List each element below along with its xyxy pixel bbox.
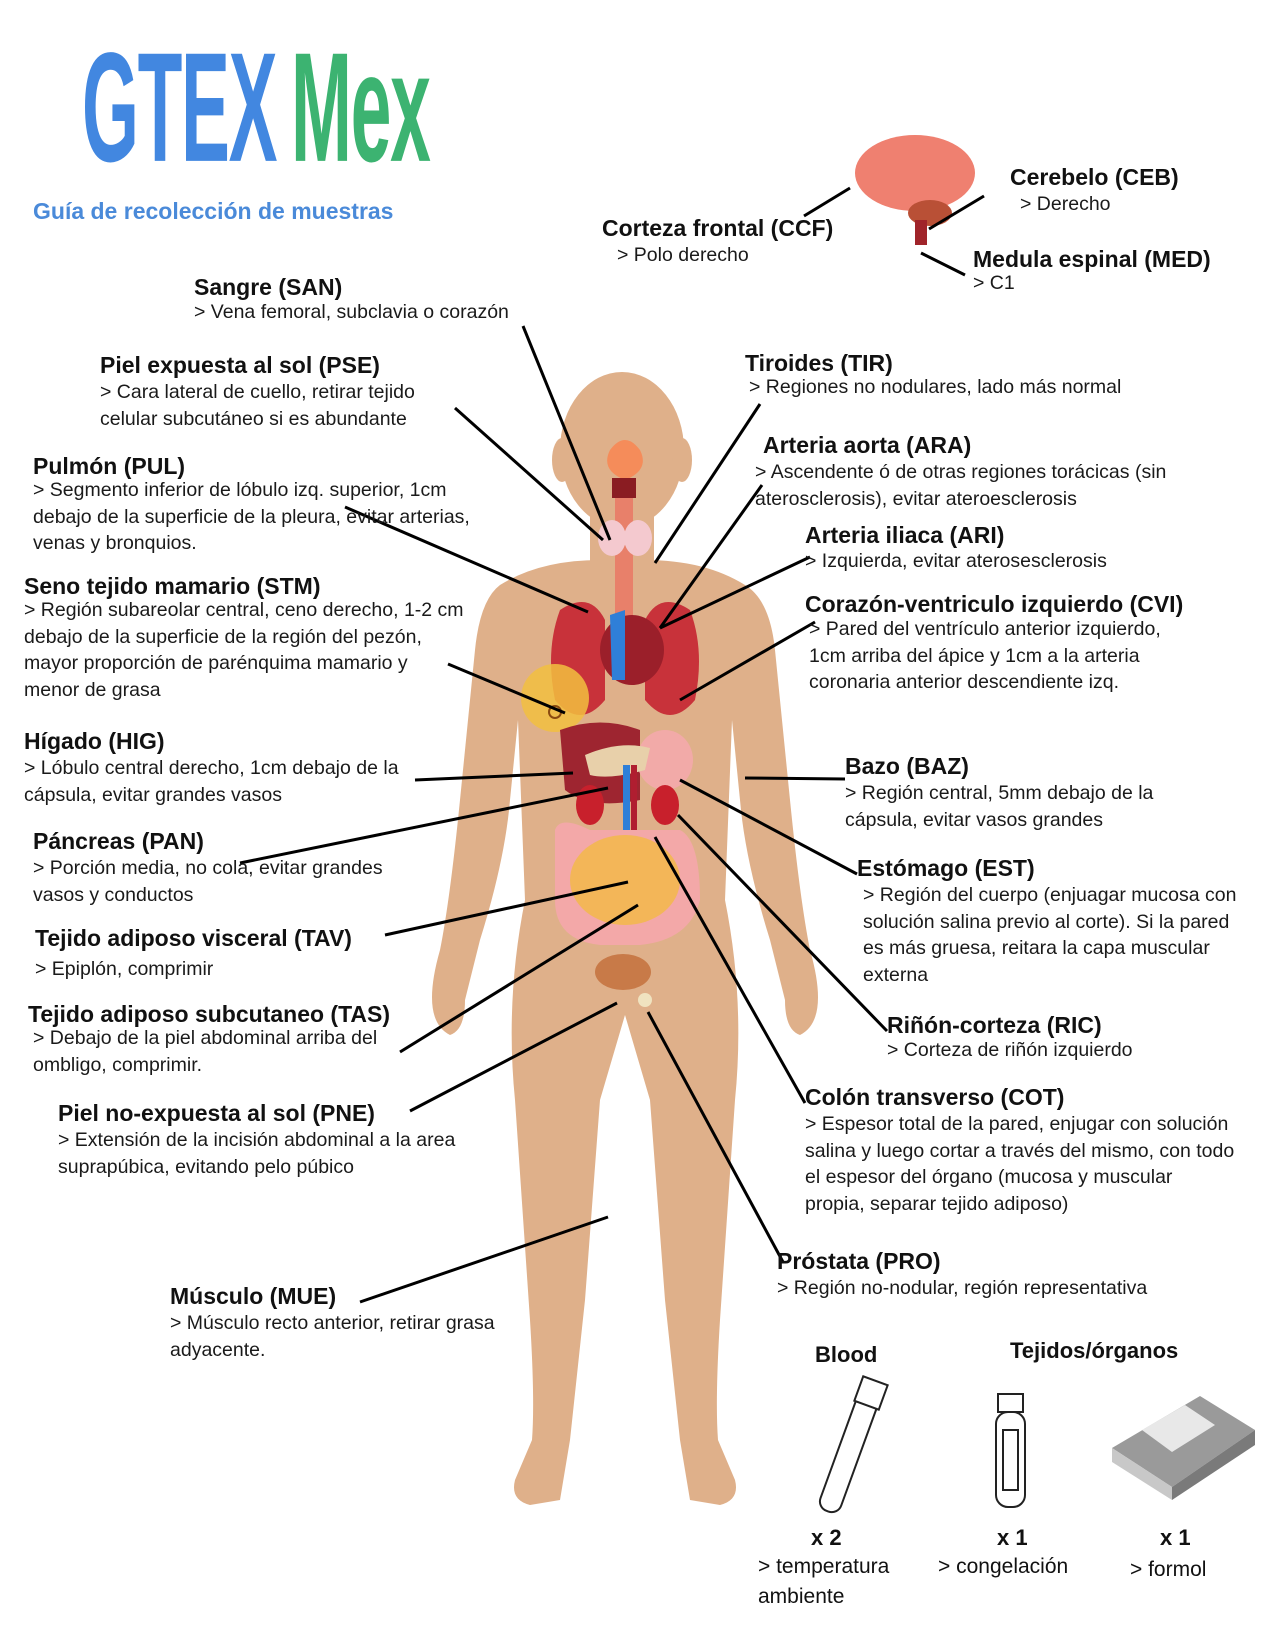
label-pancreas: Páncreas (PAN) > Porción media, no cola,… bbox=[33, 828, 383, 906]
label-tejido-adiposo-visceral: Tejido adiposo visceral (TAV) > Epiplón,… bbox=[35, 925, 352, 980]
label-rinon-corteza: Riñón-corteza (RIC) > Corteza de riñón i… bbox=[887, 1012, 1133, 1061]
legend-qty-cryovial: x 1 bbox=[997, 1525, 1028, 1550]
cassette-icon bbox=[1112, 1396, 1255, 1500]
label-seno-tejido-mamario: Seno tejido mamario (STM) > Región subar… bbox=[24, 573, 464, 701]
label-corazon-ventriculo-izquierdo: Corazón-ventriculo izquierdo (CVI) > Par… bbox=[805, 591, 1184, 693]
label-arteria-aorta: Arteria aorta (ARA) > Ascendente ó de ot… bbox=[755, 432, 1167, 510]
page-subtitle: Guía de recolección de muestras bbox=[33, 198, 394, 224]
human-body-silhouette-icon bbox=[432, 372, 818, 1505]
label-tejido-adiposo-subcutaneo: Tejido adiposo subcutaneo (TAS) > Debajo… bbox=[28, 1001, 391, 1076]
cryovial-icon bbox=[995, 1393, 1026, 1508]
label-piel-expuesta: Piel expuesta al sol (PSE) > Cara latera… bbox=[100, 352, 415, 430]
label-tiroides: Tiroides (TIR) > Regiones no nodulares, … bbox=[745, 350, 1122, 399]
label-sangre: Sangre (SAN) > Vena femoral, subclavia o… bbox=[194, 274, 509, 323]
label-colon-transverso: Colón transverso (COT) > Espesor total d… bbox=[805, 1084, 1235, 1215]
label-cerebelo: Cerebelo (CEB) > Derecho bbox=[1010, 164, 1179, 215]
label-higado: Hígado (HIG) > Lóbulo central derecho, 1… bbox=[24, 728, 399, 806]
brain-icon bbox=[855, 135, 975, 245]
logo-gtex: GTEX bbox=[82, 20, 277, 196]
blood-tube-icon bbox=[818, 1375, 889, 1514]
label-piel-no-expuesta: Piel no-expuesta al sol (PNE) > Extensió… bbox=[58, 1100, 456, 1178]
label-prostata: Próstata (PRO) > Región no-nodular, regi… bbox=[777, 1248, 1148, 1299]
legend-cond-cassette: > formol bbox=[1130, 1558, 1207, 1581]
leader-lines bbox=[239, 186, 985, 1304]
legend-qty-cassette: x 1 bbox=[1160, 1525, 1191, 1550]
label-pulmon: Pulmón (PUL) > Segmento inferior de lóbu… bbox=[33, 453, 470, 555]
label-musculo: Músculo (MUE) > Músculo recto anterior, … bbox=[170, 1283, 495, 1361]
label-estomago: Estómago (EST) > Región del cuerpo (enju… bbox=[857, 855, 1237, 986]
legend-qty-blood: x 2 bbox=[811, 1525, 842, 1550]
logo-mex: Mex bbox=[291, 20, 431, 196]
label-corteza-frontal: Corteza frontal (CCF) > Polo derecho bbox=[602, 215, 834, 266]
legend-cond-blood: > temperatura ambiente bbox=[758, 1555, 890, 1608]
legend-blood-title: Blood bbox=[815, 1342, 878, 1367]
label-bazo: Bazo (BAZ) > Región central, 5mm debajo … bbox=[845, 753, 1154, 831]
legend-cond-cryovial: > congelación bbox=[938, 1555, 1069, 1578]
label-medula-espinal: Medula espinal (MED) > C1 bbox=[973, 246, 1211, 294]
label-arteria-iliaca: Arteria iliaca (ARI) > Izquierda, evitar… bbox=[805, 522, 1107, 572]
organs-illustration-icon bbox=[521, 440, 700, 1007]
gtexmex-logo: GTEX Mex bbox=[82, 30, 515, 186]
legend-tissue-title: Tejidos/órganos bbox=[1010, 1338, 1179, 1363]
